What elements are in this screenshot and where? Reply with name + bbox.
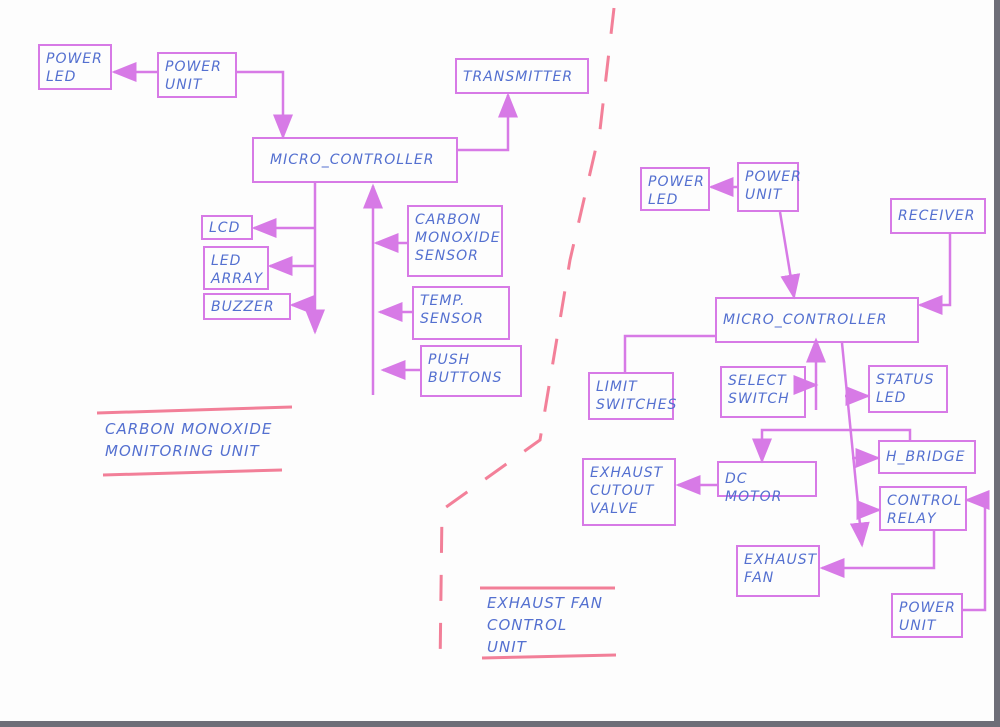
power-led-box: POWER LED — [38, 44, 112, 90]
title-underline — [96, 405, 293, 415]
h-bridge-box: H_BRIDGE — [878, 440, 976, 474]
control-relay-box: CONTROL RELAY — [879, 486, 967, 531]
microcontroller-box: MICRO_CONTROLLER — [252, 137, 458, 183]
edge — [963, 490, 990, 612]
title-underline — [481, 653, 617, 660]
exhaust-valve-box: EXHAUST CUTOUT VALVE — [582, 458, 676, 526]
transmitter-box: TRANSMITTER — [455, 58, 589, 94]
edge — [917, 234, 952, 315]
power-led-box: POWER LED — [640, 167, 710, 211]
exhaust-fan-box: EXHAUST FAN — [736, 545, 820, 597]
microcontroller-box: MICRO_CONTROLLER — [715, 297, 919, 343]
status-led-box: STATUS LED — [868, 365, 948, 413]
led-array-box: LED ARRAY — [203, 246, 269, 290]
power-unit-box: POWER UNIT — [157, 52, 237, 98]
edge — [237, 70, 293, 140]
power-unit-2-box: POWER UNIT — [891, 593, 963, 638]
title-underline — [102, 468, 283, 477]
co-sensor-box: CARBON MONOXIDE SENSOR — [407, 205, 503, 277]
right-unit-title: EXHAUST FAN CONTROL UNIT — [487, 594, 603, 656]
edge — [840, 342, 870, 548]
select-switch-box: SELECT SWITCH — [720, 366, 806, 418]
left-unit-title: CARBON MONOXIDE MONITORING UNIT — [105, 420, 273, 460]
limit-switches-box: LIMIT SWITCHES — [588, 372, 676, 420]
edge — [458, 92, 518, 152]
edge — [778, 211, 801, 300]
lcd-box: LCD — [201, 215, 253, 240]
power-unit-box: POWER UNIT — [737, 162, 801, 212]
divider — [438, 7, 616, 671]
temp-sensor-box: TEMP. SENSOR — [412, 286, 510, 340]
buzzer-box: BUZZER — [203, 293, 291, 320]
dc-motor-box: DC MOTOR — [717, 461, 817, 505]
push-buttons-box: PUSH BUTTONS — [420, 345, 522, 397]
edge — [752, 428, 912, 464]
receiver-box: RECEIVER — [890, 198, 986, 234]
edge — [819, 531, 936, 578]
edge — [623, 334, 715, 372]
